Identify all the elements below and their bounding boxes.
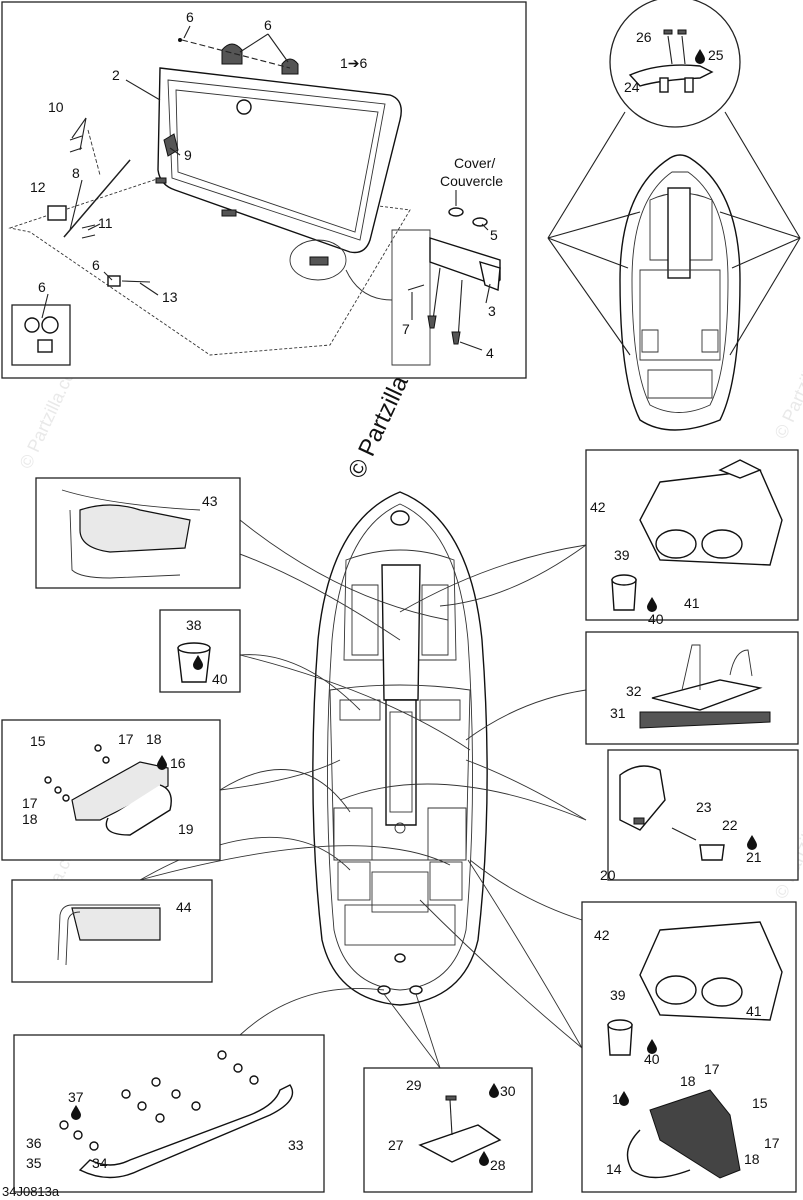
callout-17: 17	[118, 731, 134, 747]
callout-1-to-6: 1➔6	[340, 55, 368, 71]
callout-35: 35	[26, 1155, 42, 1171]
watermark: © Partzilla.com	[770, 323, 803, 441]
callout-40: 40	[648, 611, 664, 627]
callout-5: 5	[490, 227, 498, 243]
callout-30: 30	[500, 1083, 516, 1099]
callout-28: 28	[490, 1157, 506, 1173]
callout-39: 39	[610, 987, 626, 1003]
callout-6: 6	[38, 279, 46, 295]
callout-17: 17	[22, 795, 38, 811]
callout-8: 8	[72, 165, 80, 181]
storage-cover-panel	[1, 1, 527, 379]
callout-13: 13	[162, 289, 178, 305]
cleat-27-panel	[363, 1067, 533, 1193]
callout-36: 36	[26, 1135, 42, 1151]
callout-18: 18	[744, 1151, 760, 1167]
callout-6: 6	[186, 9, 194, 25]
callout-7: 7	[402, 321, 410, 337]
callout-41: 41	[684, 595, 700, 611]
cleat-overview	[547, 0, 801, 431]
callout-34: 34	[92, 1155, 108, 1171]
cupholder-tray-top-panel	[585, 449, 799, 621]
leader-lines-top	[41, 25, 491, 351]
callout-2: 2	[112, 67, 120, 83]
callout-10: 10	[48, 99, 64, 115]
diagram-code: 34J0813a	[2, 1184, 60, 1199]
cupholder-tray-bottom-panel	[581, 901, 797, 1193]
callout-12: 12	[30, 179, 46, 195]
callout-labels: 6 6 1➔6 2 10 9 8 12 11 6 13 6 Cover/ Cou…	[2, 9, 780, 1199]
cover-label: Cover/	[454, 155, 495, 171]
callout-42: 42	[590, 499, 606, 515]
callout-27: 27	[388, 1137, 404, 1153]
callout-44: 44	[176, 899, 192, 915]
foam-panel-43	[35, 477, 241, 589]
callout-41: 41	[746, 1003, 762, 1019]
callout-23: 23	[696, 799, 712, 815]
callout-6: 6	[264, 17, 272, 33]
callout-15: 15	[752, 1095, 768, 1111]
throttle-pad-panel	[585, 631, 799, 745]
callout-31: 31	[610, 705, 626, 721]
callout-26: 26	[636, 29, 652, 45]
callout-32: 32	[626, 683, 642, 699]
callout-3: 3	[488, 303, 496, 319]
callout-37: 37	[68, 1089, 84, 1105]
callout-16: 16	[612, 1091, 628, 1107]
callout-11: 11	[98, 215, 113, 231]
grab-bar-panel	[13, 1034, 325, 1193]
callout-6: 6	[92, 257, 100, 273]
callout-18: 18	[22, 811, 38, 827]
grab-handle-panel	[1, 719, 221, 861]
callout-38: 38	[186, 617, 202, 633]
callout-18: 18	[146, 731, 162, 747]
callout-21: 21	[746, 849, 762, 865]
foam-panel-44	[11, 879, 213, 983]
rear-handle-panel	[607, 749, 799, 881]
callout-17: 17	[704, 1061, 720, 1077]
callout-14: 14	[606, 1161, 622, 1177]
callout-17: 17	[764, 1135, 780, 1151]
callout-20: 20	[600, 867, 616, 883]
cover-label-fr: Couvercle	[440, 173, 503, 189]
callout-25: 25	[708, 47, 724, 63]
callout-40: 40	[644, 1051, 660, 1067]
callout-42: 42	[594, 927, 610, 943]
callout-39: 39	[614, 547, 630, 563]
callout-43: 43	[202, 493, 218, 509]
callout-29: 29	[406, 1077, 422, 1093]
callout-16: 16	[170, 755, 186, 771]
callout-19: 19	[178, 821, 194, 837]
callout-4: 4	[486, 345, 494, 361]
callout-15: 15	[30, 733, 46, 749]
hull-main	[312, 491, 488, 1006]
cupholder-38-panel	[159, 609, 241, 693]
callout-40: 40	[212, 671, 228, 687]
callout-24: 24	[624, 79, 640, 95]
callout-33: 33	[288, 1137, 304, 1153]
callout-18: 18	[680, 1073, 696, 1089]
callout-9: 9	[184, 147, 192, 163]
callout-22: 22	[722, 817, 738, 833]
